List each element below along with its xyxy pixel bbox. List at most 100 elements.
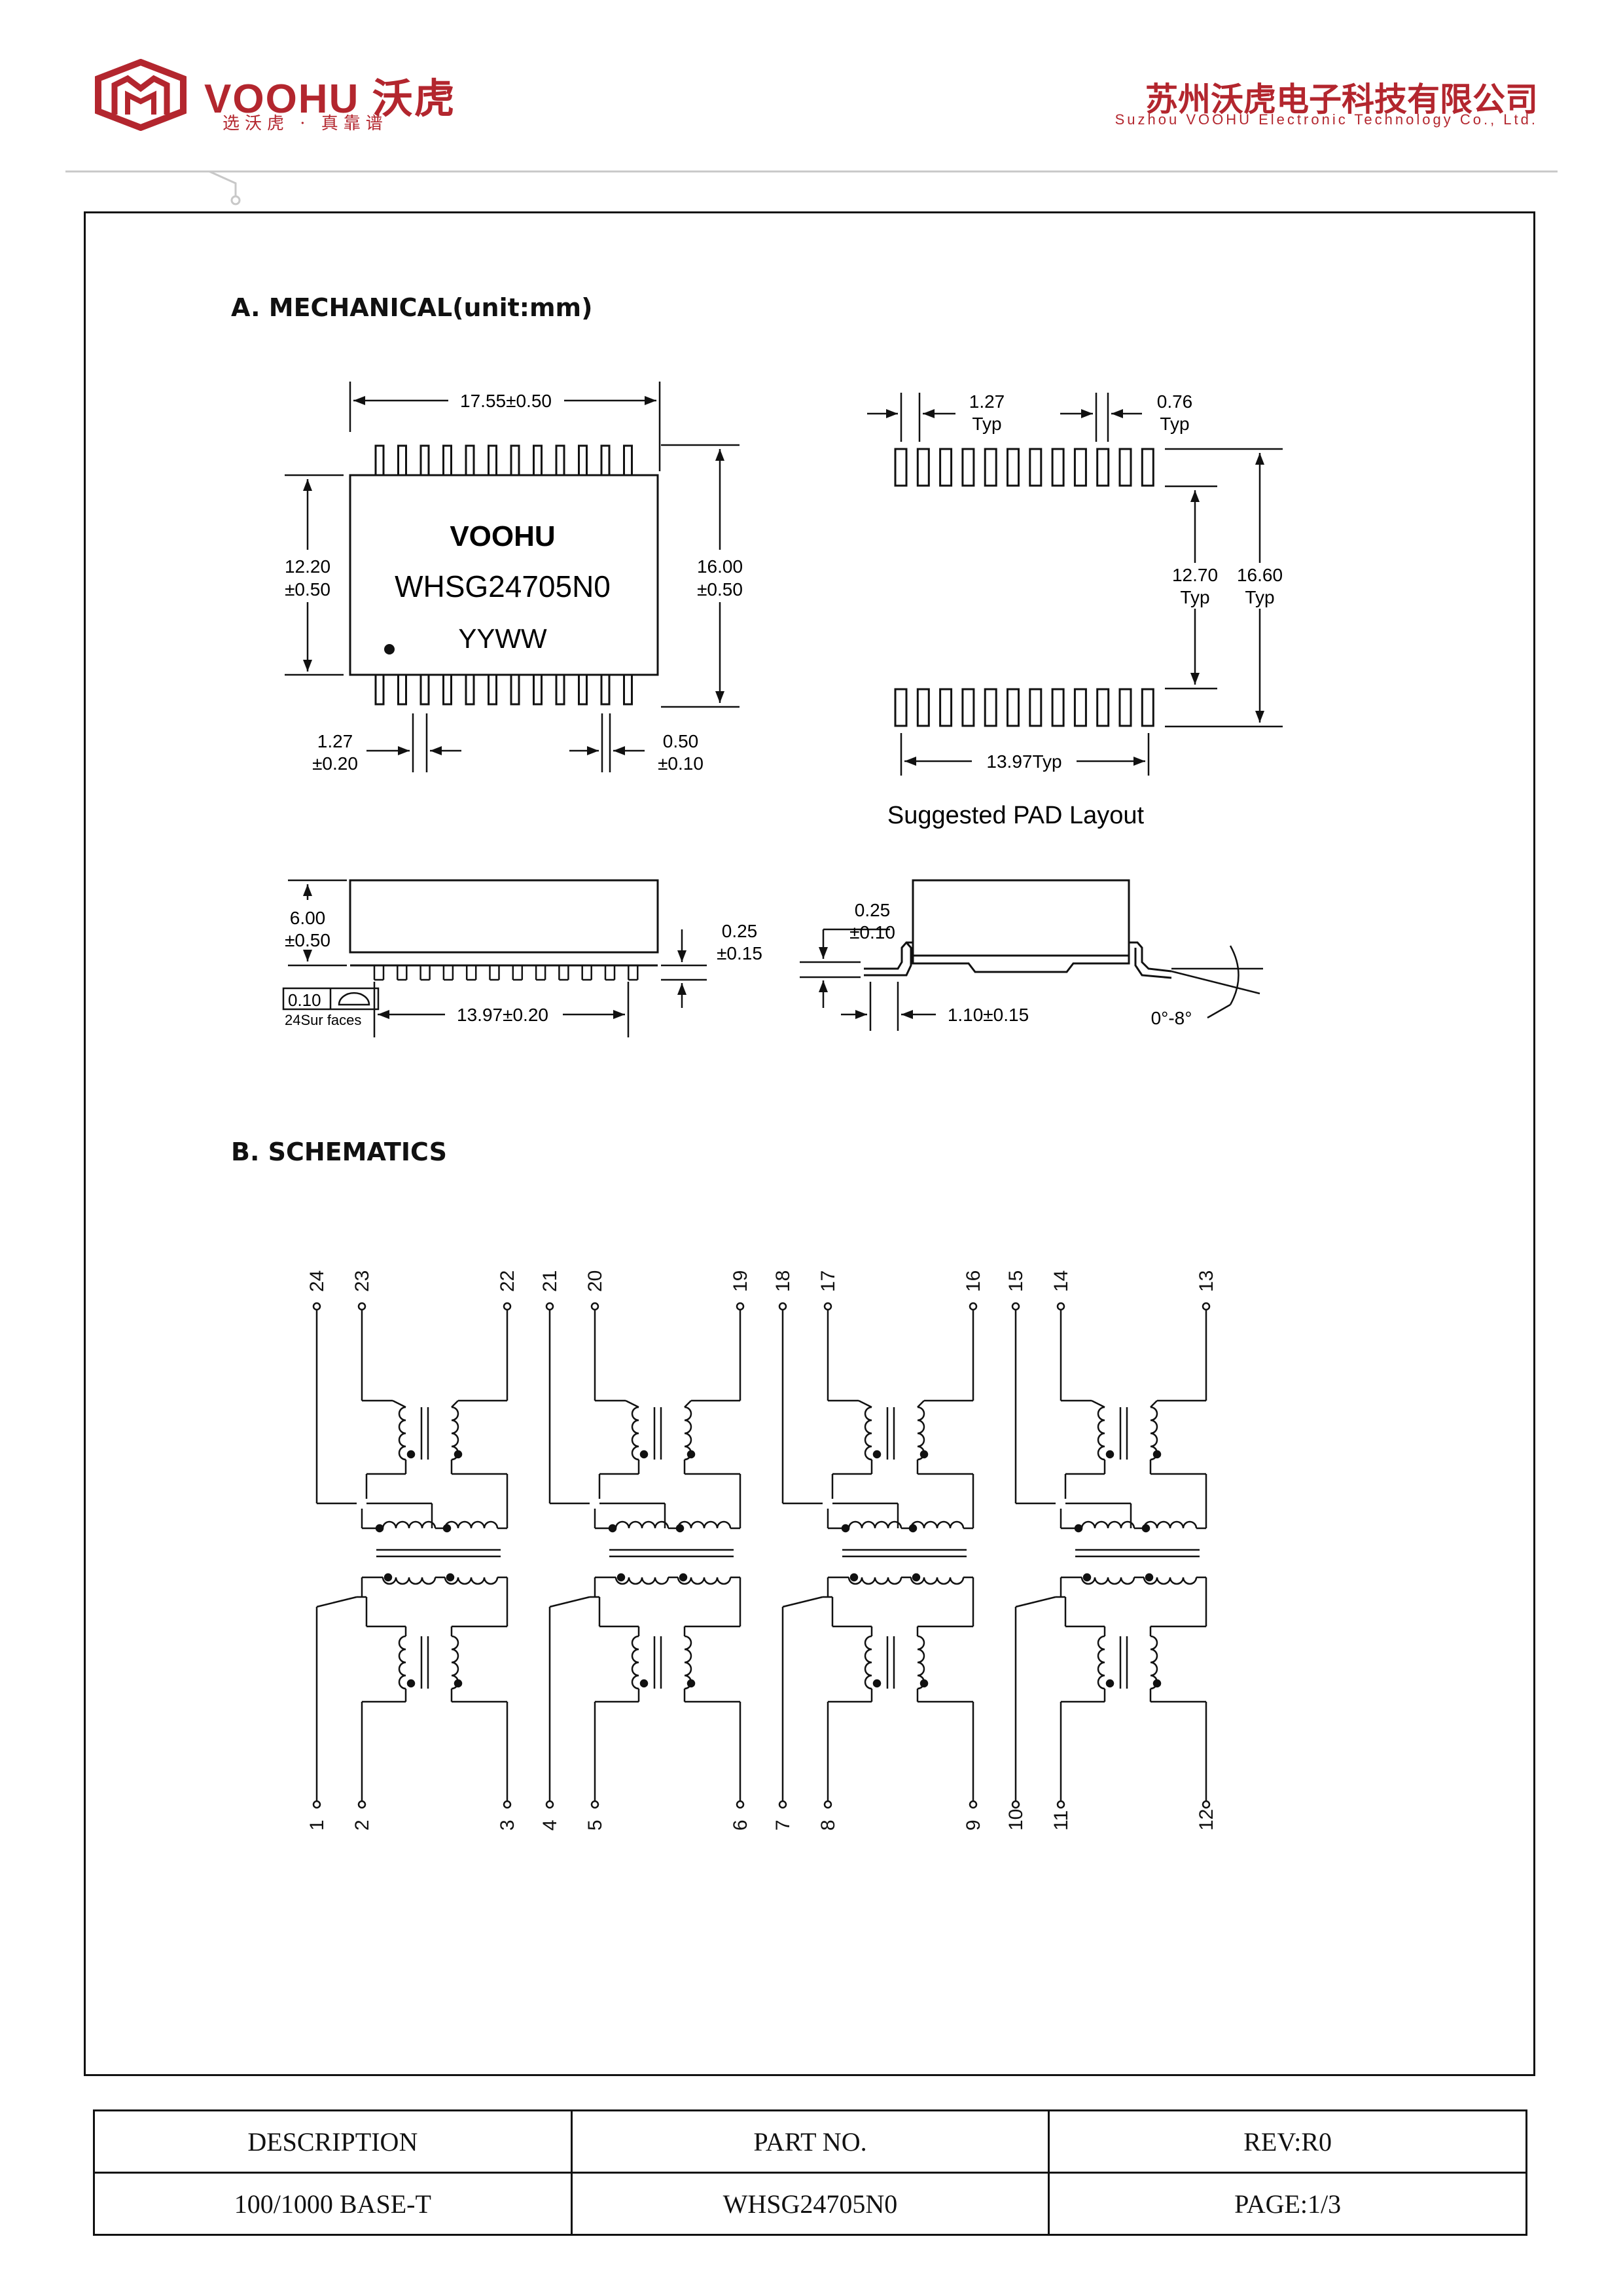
winding <box>382 1520 437 1529</box>
pin-terminal <box>1056 1800 1065 1809</box>
pad-inner-span-typ: Typ <box>1180 587 1209 607</box>
pad-top <box>1029 448 1043 487</box>
wire <box>684 1400 692 1408</box>
polarity-dot <box>639 1679 649 1688</box>
bottom-lead <box>419 673 430 706</box>
pad-top <box>961 448 975 487</box>
polarity-dot <box>919 1450 929 1459</box>
pin-label: 5 <box>584 1820 606 1831</box>
pad-top <box>1007 448 1020 487</box>
wire <box>1150 1400 1158 1408</box>
dim-total-height-tol: ±0.50 <box>697 579 743 600</box>
side-lead <box>604 965 616 981</box>
pad-top <box>939 448 953 487</box>
dim-total-height: 16.00 <box>697 556 743 577</box>
pin-terminal <box>545 1800 554 1809</box>
winding <box>847 1520 902 1529</box>
dim-lead-thickness-tol: ±0.10 <box>849 922 895 942</box>
pin-terminal <box>1056 1302 1065 1311</box>
pad-bottom <box>1096 688 1110 727</box>
pin-label: 22 <box>497 1270 518 1292</box>
pin-label: 21 <box>539 1270 561 1292</box>
polarity-dot <box>679 1573 688 1582</box>
winding <box>382 1577 437 1585</box>
pin-terminal <box>590 1302 599 1311</box>
wire <box>1091 1399 1105 1408</box>
dim-package-height: 6.00 <box>290 908 326 928</box>
brand-logo-text: VOOHU 沃虎 <box>204 77 456 122</box>
dim-lead-pitch-tol: ±0.20 <box>312 753 358 774</box>
pin-label: 19 <box>730 1270 751 1292</box>
pin-terminal <box>503 1302 512 1311</box>
cell-page: PAGE:1/3 <box>1048 2172 1527 2236</box>
pad-width: 0.76 <box>1157 391 1193 412</box>
side-lead <box>558 965 569 981</box>
company-name-cn: 苏州沃虎电子科技有限公司 <box>1145 81 1538 118</box>
bottom-lead <box>465 673 475 706</box>
pad-pitch: 1.27 <box>969 391 1005 412</box>
top-view-brand: VOOHU <box>450 520 555 552</box>
pad-bottom <box>1141 688 1154 727</box>
polarity-dot <box>454 1679 463 1688</box>
winding <box>451 1406 459 1461</box>
top-lead <box>419 444 430 476</box>
bottom-lead <box>397 673 407 706</box>
coplanarity-surfaces: 24Sur faces <box>285 1012 361 1028</box>
polarity-dot <box>446 1573 455 1582</box>
pad-layout-caption: Suggested PAD Layout <box>887 802 1145 829</box>
header-divider <box>65 170 1558 206</box>
winding <box>444 1520 499 1529</box>
pin-terminal <box>823 1800 832 1809</box>
pin-terminal <box>1011 1302 1020 1311</box>
pad-bottom <box>1007 688 1020 727</box>
pin-terminal <box>969 1800 978 1809</box>
side-lead <box>489 965 500 981</box>
section-b-title: B. SCHEMATICS <box>231 1138 447 1166</box>
polarity-dot <box>1082 1573 1092 1582</box>
top-lead <box>578 444 588 476</box>
polarity-dot <box>639 1450 649 1459</box>
pad-bottom <box>1029 688 1043 727</box>
winding <box>864 1406 872 1461</box>
pin-terminal <box>590 1800 599 1809</box>
winding <box>1143 1520 1198 1529</box>
side-view-body <box>349 879 659 954</box>
dim-body-height-tol: ±0.50 <box>285 579 330 600</box>
top-lead <box>623 444 633 476</box>
pin-label: 20 <box>584 1270 606 1292</box>
winding <box>1150 1635 1158 1690</box>
side-lead <box>419 965 431 981</box>
polarity-dot <box>1074 1524 1083 1533</box>
polarity-dot <box>616 1573 626 1582</box>
side-lead <box>512 965 524 981</box>
winding <box>917 1406 925 1461</box>
pin-label: 1 <box>306 1820 328 1831</box>
polarity-dot <box>908 1524 918 1533</box>
pin-label: 2 <box>351 1820 373 1831</box>
cell-revision: REV:R0 <box>1048 2109 1527 2174</box>
pad-row-span: 13.97Typ <box>986 751 1061 772</box>
pin-label: 14 <box>1050 1270 1072 1292</box>
polarity-dot <box>442 1524 452 1533</box>
dim-body-height: 12.20 <box>285 556 330 577</box>
pad-pitch-typ: Typ <box>972 414 1001 434</box>
pin-terminal <box>823 1302 832 1311</box>
pad-outer-span-typ: Typ <box>1245 587 1274 607</box>
pad-bottom <box>894 688 908 727</box>
pin-label: 10 <box>1005 1809 1027 1831</box>
dim-standoff: 0.25 <box>722 921 758 941</box>
wire <box>625 1399 639 1408</box>
pad-bottom <box>1051 688 1065 727</box>
top-lead <box>374 444 385 476</box>
pin-label: 13 <box>1196 1270 1217 1292</box>
wire <box>549 1596 590 1608</box>
pad-outer-span: 16.60 <box>1237 565 1283 585</box>
pin-terminal <box>1202 1302 1211 1311</box>
winding <box>615 1520 669 1529</box>
winding <box>444 1577 499 1585</box>
pad-top <box>916 448 930 487</box>
polarity-dot <box>406 1679 416 1688</box>
